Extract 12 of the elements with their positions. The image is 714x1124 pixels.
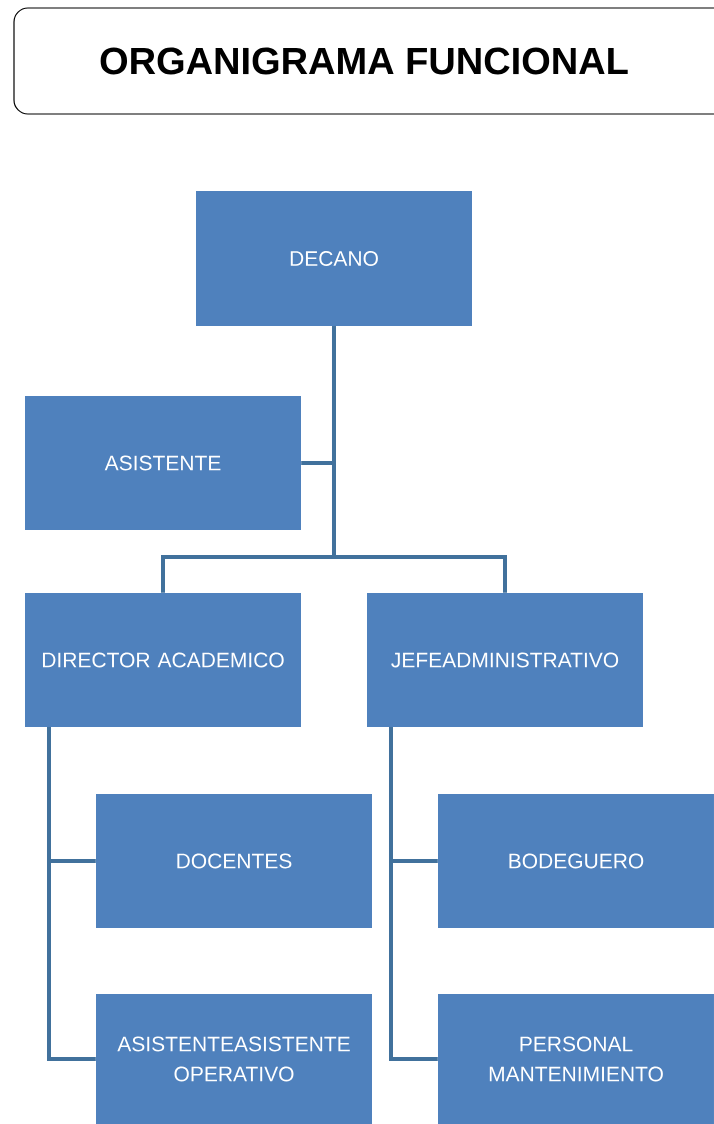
org-box: ASISTENTE — [25, 396, 301, 530]
title-box: ORGANIGRAMA FUNCIONAL — [13, 7, 714, 115]
connector-line — [389, 727, 438, 1061]
org-box: DOCENTES — [96, 794, 372, 928]
connector-line — [47, 727, 96, 1061]
org-box: DIRECTOR ACADEMICO — [25, 593, 301, 727]
connector-line — [332, 326, 507, 593]
org-box: DECANO — [196, 191, 472, 326]
org-box: BODEGUERO — [438, 794, 714, 928]
org-box: ASISTENTEASISTENTE OPERATIVO — [96, 994, 372, 1124]
org-box: PERSONAL MANTENIMIENTO — [438, 994, 714, 1124]
org-box: JEFEADMINISTRATIVO — [367, 593, 643, 727]
